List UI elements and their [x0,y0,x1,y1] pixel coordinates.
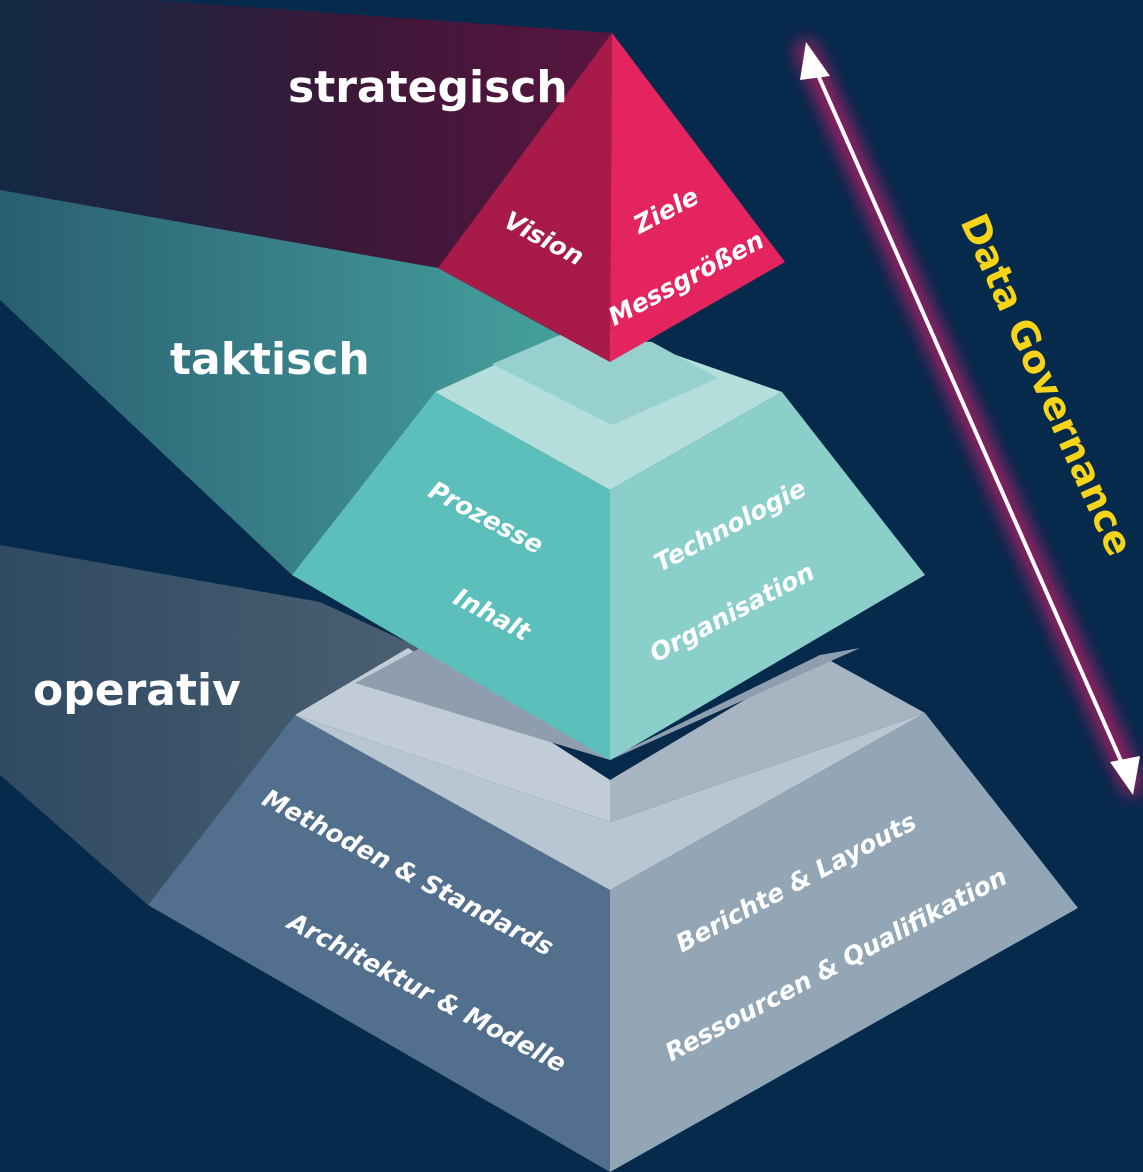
governance-arrow-line [812,65,1127,771]
beam-tactical [0,190,560,575]
bottom-layer-top-left [295,648,610,822]
bottom-layer-right-face [610,713,1078,1172]
middle-layer-top-inner [492,335,718,425]
arrow-head-up-icon [800,42,830,80]
side-label-data-governance: Data Governance [952,207,1142,562]
middle-layer-left-face [292,392,610,760]
bottom-layer-top-back [355,648,860,760]
bottom-layer-top-right [610,655,925,822]
beam-operative [0,545,420,905]
top-layer-left-face [438,33,612,362]
level-label-operative: operativ [33,665,241,716]
top-layer-right-face [610,33,785,362]
level-label-tactical: taktisch [170,334,370,385]
bottom-layer-inner [295,713,925,890]
bottom-layer-left-face [148,715,610,1172]
level-label-strategic: strategisch [288,62,568,113]
middle-layer-right-face [610,392,925,760]
beam-strategic [0,0,612,268]
arrow-head-down-icon [1110,756,1140,795]
